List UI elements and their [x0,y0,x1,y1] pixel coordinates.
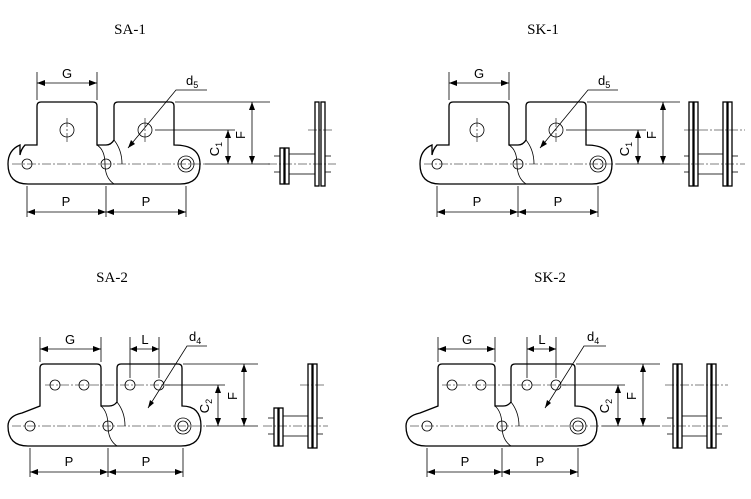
roller [174,417,192,435]
link-joint-line [508,144,527,185]
dimension-label-p: P [142,194,151,209]
dimension-label-p: P [554,194,563,209]
dimension-label-d5: d5 [186,73,198,90]
chain-link-outline [7,363,202,447]
diagram-sa-1: SA-1 G d5 C1 F [7,22,336,217]
diagram-title: SK-2 [534,270,566,286]
link-joint-line [510,401,520,427]
leader-line [544,345,606,409]
side-view [263,363,328,449]
dimension-label-l: L [538,332,545,347]
side-view [268,101,336,187]
link-joint-line [525,139,535,165]
diagram-title: SK-1 [527,22,559,38]
link-joint-line [96,144,115,185]
side-view [680,101,745,187]
dimension-label-g: G [62,66,72,81]
dimension-label-p: P [142,454,151,469]
dimension-label-f: F [644,131,659,139]
chain-link-outline [419,101,613,185]
leader-line [539,89,618,149]
diagram-sk-2: SK-2 G L d4 C2 F [405,270,728,477]
diagram-sa-2: SA-2 G L d4 C2 [7,270,328,477]
dimension-label-f: F [225,392,240,400]
dimension-label-p: P [65,454,74,469]
diagram-sk-1: SK-1 G d5 C1 F P [419,22,745,217]
dimension-label-p: P [536,454,545,469]
dimension-label-g: G [462,332,472,347]
leader-line [147,345,207,409]
dimension-label-p: P [461,454,470,469]
dimension-label-d4: d4 [587,329,599,346]
diagram-title: SA-1 [114,22,146,38]
chain-link-outline [7,101,201,185]
dimension-label-g: G [474,66,484,81]
dimension-label-c2: C2 [197,399,214,413]
dimension-label-d5: d5 [598,73,610,90]
dimension-label-c1: C1 [207,142,224,156]
link-joint-line [116,401,126,427]
dimension-label-f: F [624,392,639,400]
side-view [662,363,728,449]
dimension-label-p: P [473,194,482,209]
dimension-label-f: F [233,131,248,139]
dimension-label-d4: d4 [189,329,201,346]
dimension-label-g: G [65,332,75,347]
dimension-label-p: P [62,194,71,209]
dimension-label-c2: C2 [597,399,614,413]
dimension-label-l: L [141,332,148,347]
leader-line [127,89,207,149]
dimension-label-c1: C1 [617,142,634,156]
diagram-title: SA-2 [96,270,128,286]
link-joint-line [113,139,123,165]
chain-link-outline [405,363,598,447]
